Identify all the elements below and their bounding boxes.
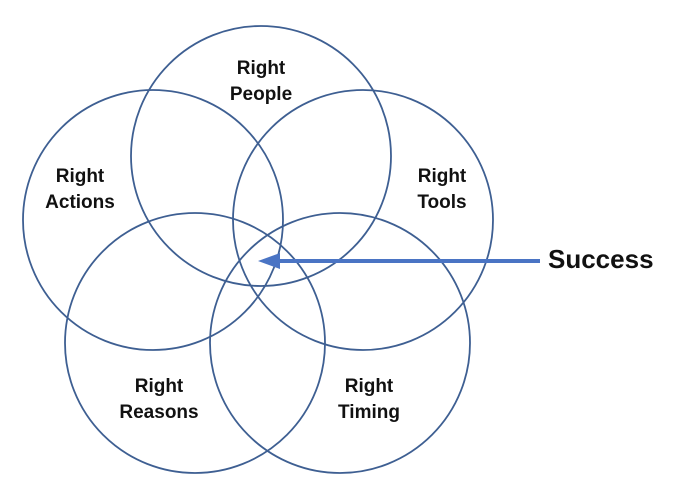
label-line: Reasons [119,402,199,423]
label-line: Right [344,376,394,397]
label-line: Actions [45,192,115,213]
label-line: Tools [417,192,467,213]
label-right-people: Right People [191,56,331,108]
circle-actions [22,89,284,351]
label-line: Right [236,58,286,79]
label-line: Right [134,376,184,397]
label-line: People [229,84,293,105]
label-line: Right [417,166,467,187]
arrow-head [258,253,280,269]
circle-reasons [64,212,326,474]
label-line: Timing [338,402,400,423]
label-right-tools: Right Tools [372,164,512,216]
label-line: Right [55,166,105,187]
label-right-reasons: Right Reasons [89,374,229,426]
circle-people [130,25,392,287]
success-label: Success [548,244,654,274]
circle-tools [232,89,494,351]
circle-timing [209,212,471,474]
label-right-actions: Right Actions [10,164,150,216]
label-right-timing: Right Timing [299,374,439,426]
